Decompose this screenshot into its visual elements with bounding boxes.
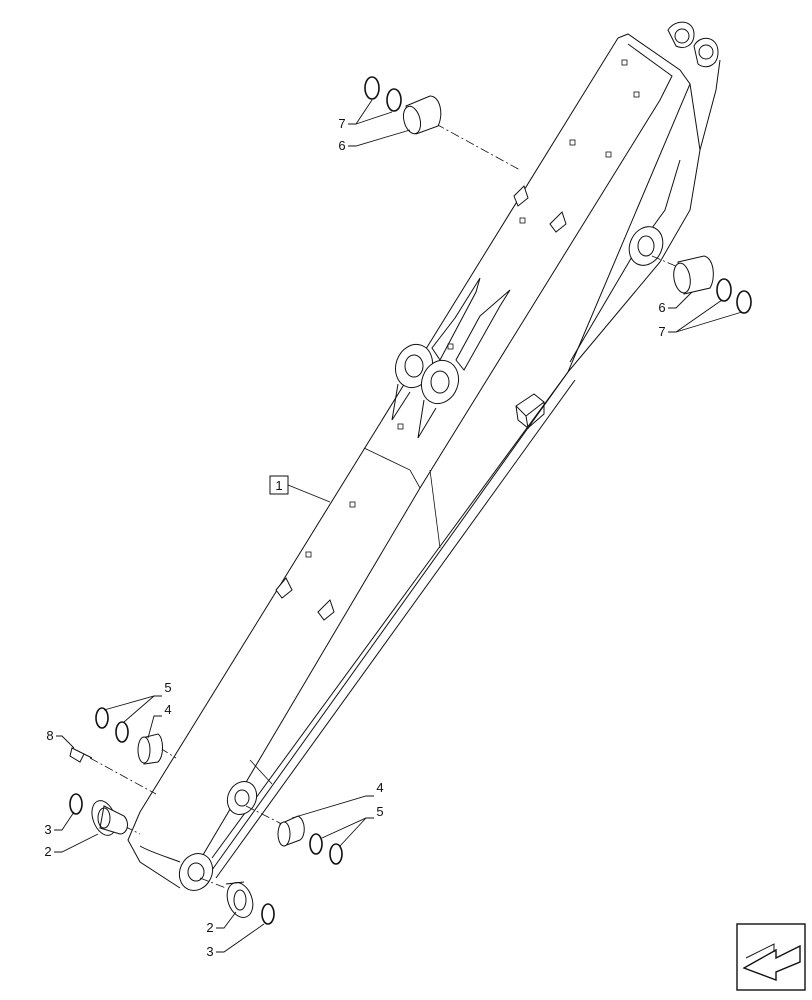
boom-arm bbox=[127, 21, 721, 891]
callout-4-right: 4 bbox=[376, 780, 383, 795]
callout-6-top: 6 bbox=[338, 138, 345, 153]
callout-2-bottom: 2 bbox=[206, 920, 213, 935]
callout-1: 1 bbox=[275, 478, 282, 493]
parts bbox=[69, 76, 752, 925]
callout-5-left: 5 bbox=[164, 680, 171, 695]
callout-2-left: 2 bbox=[44, 844, 51, 859]
callouts: 1 7 6 6 7 5 4 8 3 2 4 5 bbox=[44, 99, 743, 959]
orientation-arrow-icon bbox=[736, 923, 806, 991]
callout-3-bottom: 3 bbox=[206, 944, 213, 959]
callout-3-left: 3 bbox=[44, 822, 51, 837]
callout-7-right: 7 bbox=[658, 324, 665, 339]
callout-6-right: 6 bbox=[658, 300, 665, 315]
callout-5-right: 5 bbox=[376, 804, 383, 819]
callout-7-top: 7 bbox=[338, 116, 345, 131]
callout-4-left: 4 bbox=[164, 702, 171, 717]
callout-8: 8 bbox=[46, 728, 53, 743]
axis-lines bbox=[89, 123, 691, 889]
